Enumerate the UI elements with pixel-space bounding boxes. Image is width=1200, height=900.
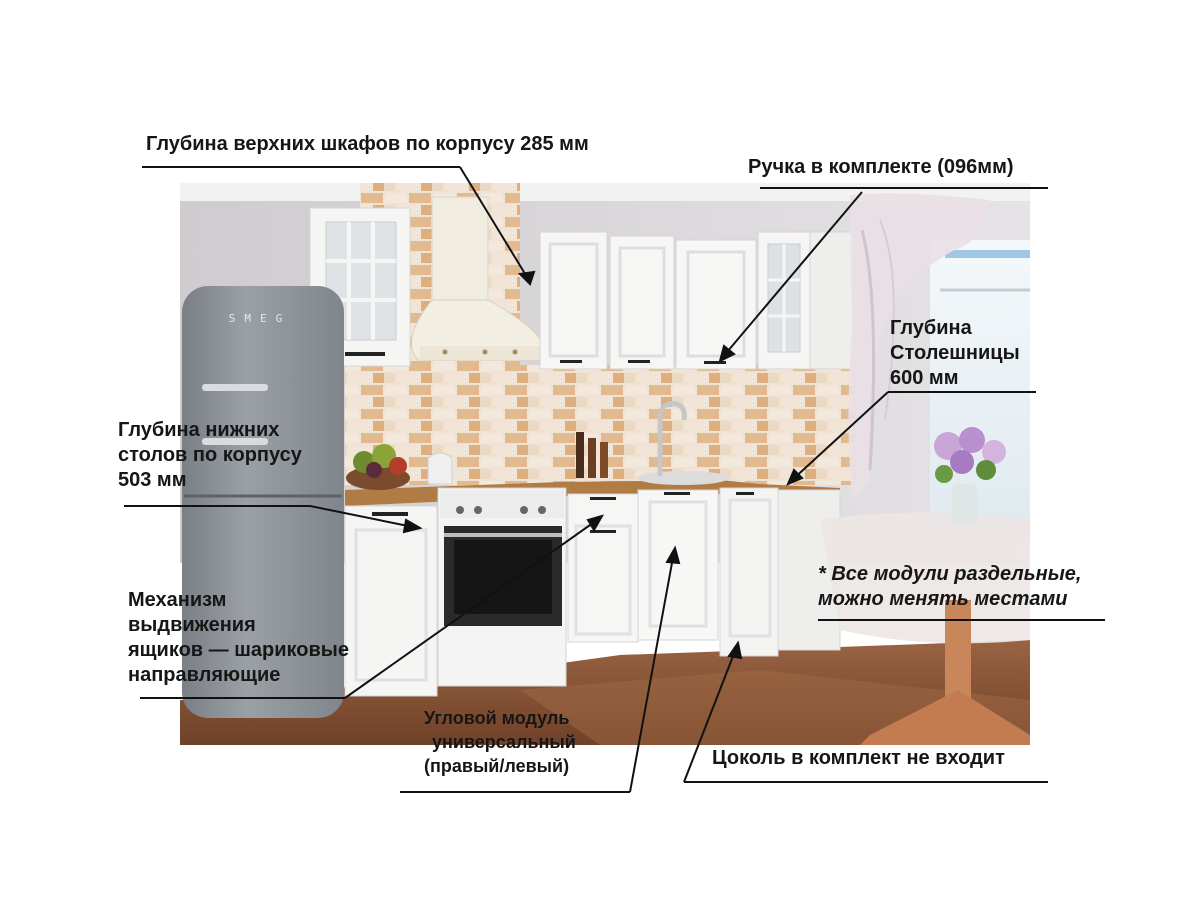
sink <box>637 401 729 485</box>
range-hood <box>411 196 550 361</box>
curtain <box>848 193 990 501</box>
label-handle-included: Ручка в комплекте (096мм) <box>748 156 1014 178</box>
label-base-cabinet-depth: Глубина нижних столов по корпусу 503 мм <box>118 419 302 491</box>
upper-cabinets <box>539 231 856 370</box>
dining-table <box>820 512 1030 745</box>
label-modules-separate: * Все модули раздельные, можно менять ме… <box>818 563 1082 610</box>
label-drawer-mechanism: Механизм выдвижения ящиков — шариковые н… <box>128 589 349 686</box>
label-plinth-not-included: Цоколь в комплект не входит <box>712 747 1005 769</box>
base-cabinets <box>344 487 841 697</box>
fruit-bowl <box>346 444 410 490</box>
fridge: SMEG <box>182 286 344 718</box>
leader-lines <box>124 166 1105 793</box>
label-corner-module: Угловой модуль универсальный (правый/лев… <box>424 708 576 776</box>
flower-vase <box>934 427 1006 524</box>
fridge-brand: SMEG <box>229 312 292 325</box>
floor <box>180 640 1030 745</box>
bottles <box>576 432 608 478</box>
label-countertop-depth: Глубина Столешницы 600 мм <box>890 317 1020 389</box>
label-upper-cabinet-depth: Глубина верхних шкафов по корпусу 285 мм <box>146 133 589 155</box>
kettle <box>427 452 453 485</box>
